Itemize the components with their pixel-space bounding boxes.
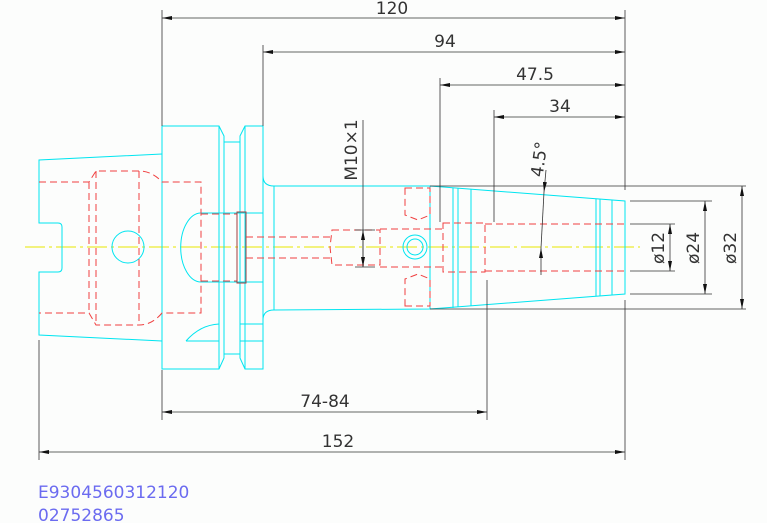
hidden-lines [39, 170, 625, 326]
dim-34: 34 [549, 97, 571, 117]
dim-94: 94 [434, 32, 456, 52]
part-code: E9304560312120 [38, 483, 190, 503]
dim-152: 152 [322, 432, 354, 452]
dim-120: 120 [376, 0, 408, 19]
dim-taper-angle: 4.5° [528, 140, 553, 178]
dim-dia-12: ø12 [649, 232, 669, 264]
dim-thread: M10×1 [342, 119, 362, 180]
dimension-lines [38, 10, 746, 460]
order-code: 02752865 [38, 506, 125, 523]
tool-holder-outline [38, 125, 626, 370]
dim-dia-24: ø24 [684, 232, 704, 264]
dim-74-84: 74-84 [300, 392, 349, 412]
dim-dia-32: ø32 [721, 232, 741, 264]
dim-47-5: 47.5 [516, 65, 554, 85]
